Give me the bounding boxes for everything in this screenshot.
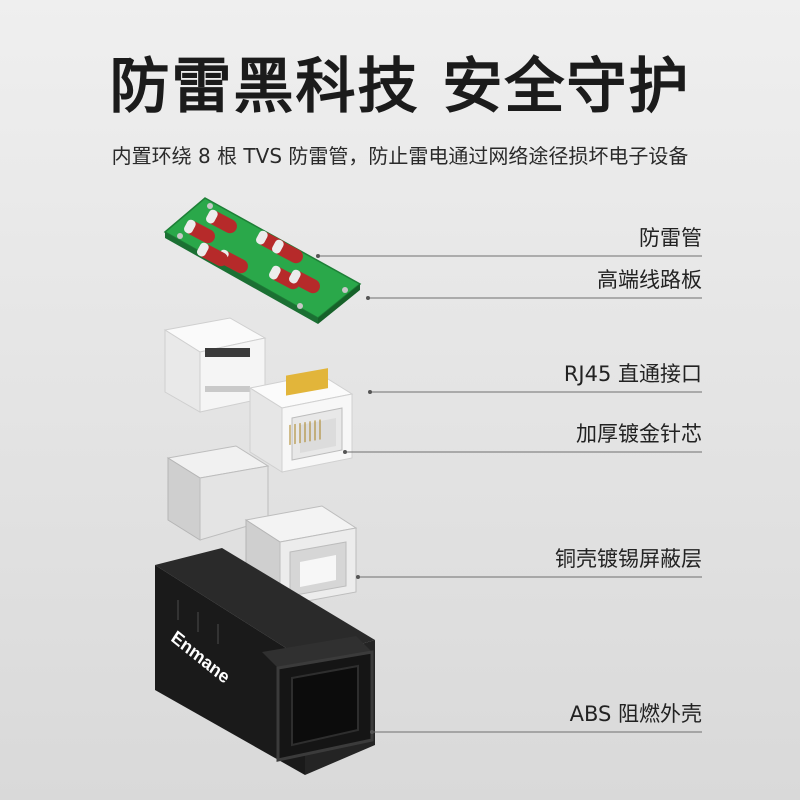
callout-abs-shell: ABS 阻燃外壳 bbox=[569, 702, 702, 726]
black-abs-shell bbox=[155, 548, 375, 775]
circuit-board bbox=[163, 197, 362, 324]
page-subtitle: 内置环绕 8 根 TVS 防雷管，防止雷电通过网络途径损坏电子设备 bbox=[111, 144, 689, 168]
callout-shield-layer: 铜壳镀锡屏蔽层 bbox=[555, 547, 702, 571]
callout-leader-lines bbox=[318, 255, 702, 733]
white-housing-back bbox=[163, 317, 267, 413]
page-title: 防雷黑科技 安全守护 bbox=[109, 52, 691, 122]
callout-dots bbox=[316, 254, 374, 734]
callout-tvs-tube: 防雷管 bbox=[639, 226, 702, 250]
callout-rj45-interface: RJ45 直通接口 bbox=[563, 362, 702, 386]
callout-pcb: 高端线路板 bbox=[597, 268, 702, 292]
callout-gold-pins: 加厚镀金针芯 bbox=[576, 422, 702, 446]
gold-pins bbox=[286, 368, 328, 445]
tvs-tube-icons bbox=[183, 209, 320, 294]
